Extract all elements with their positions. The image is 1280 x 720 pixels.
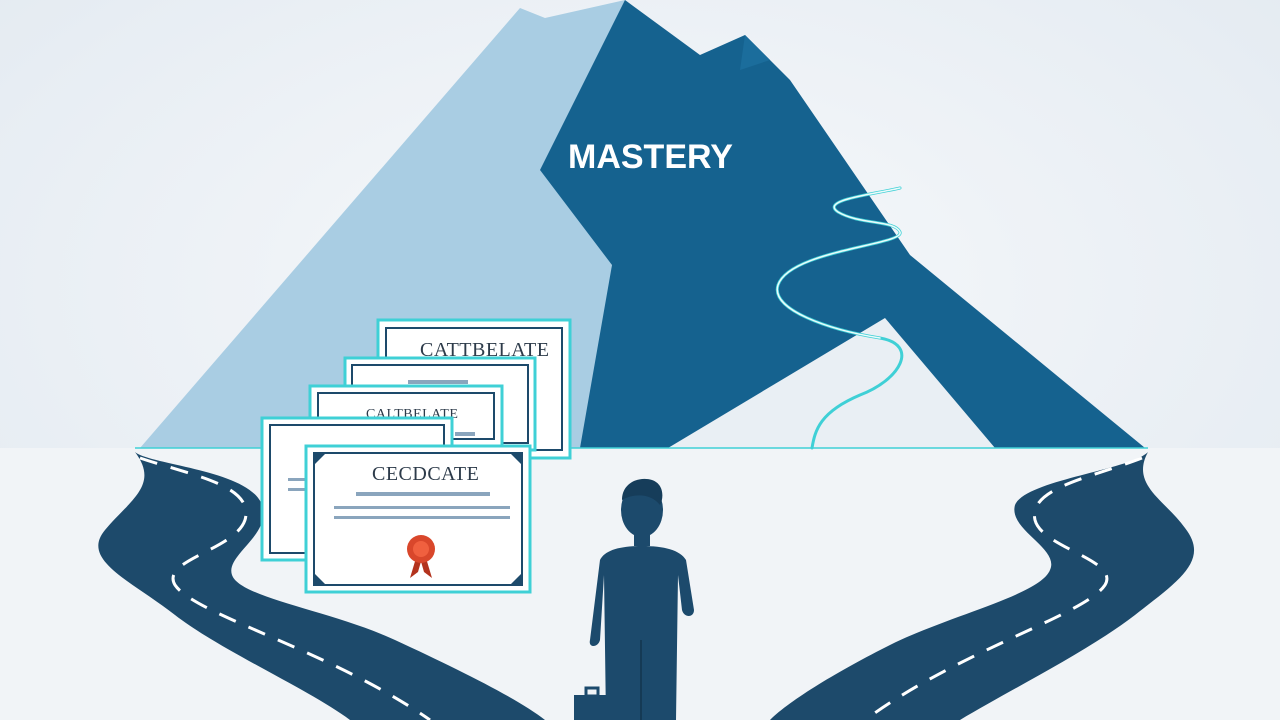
certificate-stack: CATTBELATE CALTBELATE: [260, 318, 572, 594]
mountain-dark-face: [540, 0, 1145, 448]
mountain-snow-slope: [668, 318, 995, 448]
certificate-front-title: CECDCATE: [372, 463, 479, 485]
certificate-icon: CECDCATE: [304, 444, 532, 594]
mountain-trail-highlight: [776, 187, 901, 339]
briefcase-icon: [574, 686, 610, 720]
certificate-third-line: [455, 432, 475, 436]
seal-ribbon-right: [420, 558, 432, 578]
certificate-front-line-3: [334, 516, 510, 519]
certificate-back-title: CATTBELATE: [420, 339, 549, 361]
right-road: [770, 452, 1195, 720]
certificate-front-line-1: [356, 492, 490, 496]
mountain-icon: MASTERY: [135, 0, 1148, 450]
certificate-corner-br: [510, 573, 522, 585]
mountain-secondary-peak: [740, 35, 770, 70]
left-road: [98, 452, 545, 720]
seal-inner: [413, 541, 429, 557]
certificate-second-line: [408, 380, 468, 384]
road-icon: [98, 452, 1195, 720]
certificate-fourth-line-2: [288, 488, 310, 491]
mastery-label: MASTERY: [568, 138, 733, 176]
right-road-dashes: [864, 456, 1143, 720]
certificate-front-line-2: [334, 506, 510, 509]
certificate-corner-tr: [510, 453, 522, 465]
certificate-fourth-line-1: [288, 478, 310, 481]
certificate-front-inner: [313, 452, 523, 586]
briefcase-body: [574, 695, 610, 720]
person-neck: [634, 532, 650, 546]
person-hair: [622, 478, 663, 505]
certificate-corner-tl: [314, 453, 326, 465]
certificate-corner-bl: [314, 573, 326, 585]
seal-icon: [407, 535, 435, 578]
person-icon: [574, 478, 694, 720]
seal-ribbon-left: [410, 558, 422, 578]
briefcase-handle: [584, 686, 600, 698]
person-torso: [589, 546, 694, 720]
